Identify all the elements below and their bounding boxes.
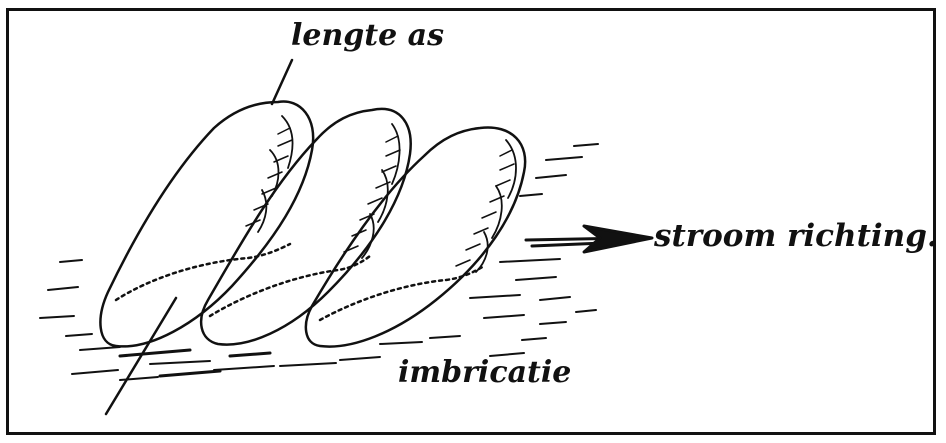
current-direction-label: stroom richting. [654, 218, 938, 254]
flow-arrow [526, 226, 652, 252]
pebble-right [306, 127, 525, 346]
length-axis-label: lengte as [291, 18, 444, 53]
pebble-left [100, 101, 313, 346]
imbrication-label: imbricatie [398, 355, 571, 390]
pebble-middle [201, 109, 411, 345]
